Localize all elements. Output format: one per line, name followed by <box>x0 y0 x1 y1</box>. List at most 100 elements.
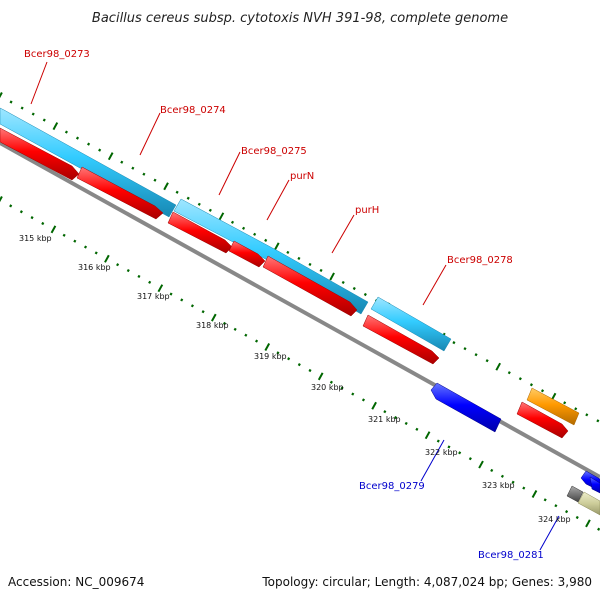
kbp-tick-3 <box>30 216 34 220</box>
kbp-tick-33 <box>351 392 355 396</box>
map-title: Bacillus cereus subsp. cytotoxis NVH 391… <box>92 11 508 26</box>
outer-tick-47 <box>518 377 522 381</box>
kbp-tick-54 <box>575 515 579 520</box>
outer-tick-18 <box>197 202 201 206</box>
kbp-tick-2 <box>19 210 23 214</box>
kbp-tick-25 <box>264 342 271 351</box>
outer-tick-8 <box>87 142 91 146</box>
kbp-tick-39 <box>415 427 419 431</box>
kbp-tick-13 <box>137 274 141 279</box>
kbp-label-318: 318 kbp <box>196 321 229 330</box>
cds-block-3[interactable] <box>370 296 452 352</box>
gene-label-purn[interactable]: purN <box>290 171 314 182</box>
cds-block-1[interactable] <box>0 107 177 218</box>
kbp-tick-32 <box>340 386 344 390</box>
gene-label-bcer98-0273[interactable]: Bcer98_0273 <box>24 49 90 60</box>
kbp-tick-44 <box>468 457 472 461</box>
kbp-tick-28 <box>297 363 301 367</box>
kbp-tick-0 <box>0 196 3 203</box>
outer-tick-43 <box>474 353 478 357</box>
outer-tick-45 <box>495 362 501 371</box>
kbp-tick-42 <box>447 445 451 449</box>
gene-label-purh[interactable]: purH <box>355 205 379 216</box>
outer-tick-30 <box>329 272 335 281</box>
label-leaders <box>30 61 560 551</box>
kbp-tick-26 <box>276 351 280 355</box>
kbp-label-322: 322 kbp <box>425 448 458 457</box>
gene-label-bcer98-0275[interactable]: Bcer98_0275 <box>241 146 307 157</box>
outer-tick-26 <box>286 250 290 254</box>
kbp-tick-22 <box>233 327 237 331</box>
kbp-tick-16 <box>169 292 173 296</box>
gene-label-bcer98-0281[interactable]: Bcer98_0281 <box>478 550 544 561</box>
leader-bcer98-0279 <box>420 439 445 482</box>
outer-tick-21 <box>230 220 235 224</box>
outer-tick-42 <box>463 347 467 351</box>
outer-tick-15 <box>163 182 169 191</box>
gene-arrow-purn[interactable] <box>228 240 266 268</box>
gene-arrow-bcer98-0278[interactable] <box>362 314 440 365</box>
kbp-tick-45 <box>478 460 484 469</box>
outer-tick-25 <box>273 242 280 251</box>
leader-purh <box>331 214 355 254</box>
kbp-tick-8 <box>83 245 88 249</box>
outer-tick-3 <box>31 112 35 116</box>
outer-tick-12 <box>131 166 135 170</box>
kbp-tick-48 <box>511 480 515 484</box>
gene-block-orange[interactable] <box>526 387 580 426</box>
kbp-label-315: 315 kbp <box>19 234 52 243</box>
kbp-tick-53 <box>565 510 569 514</box>
kbp-tick-row <box>0 196 600 531</box>
kbp-tick-1 <box>9 204 13 208</box>
gene-arrow-bcer98-0274[interactable] <box>76 166 164 220</box>
outer-tick-33 <box>363 292 367 297</box>
outer-tick-44 <box>485 359 489 363</box>
gene-arrow-blue-edge-2[interactable] <box>589 476 600 494</box>
outer-tick-14 <box>153 178 157 182</box>
outer-tick-29 <box>319 268 323 273</box>
outer-tick-16 <box>175 190 179 194</box>
gene-arrow-bcer98-0273[interactable] <box>0 127 80 181</box>
kbp-tick-38 <box>404 421 408 425</box>
gene-label-bcer98-0274[interactable]: Bcer98_0274 <box>160 105 226 116</box>
outer-tick-11 <box>120 160 124 164</box>
outer-tick-46 <box>507 371 511 375</box>
gene-label-bcer98-0278[interactable]: Bcer98_0278 <box>447 255 513 266</box>
kbp-tick-5 <box>50 225 57 234</box>
outer-tick-22 <box>242 226 246 230</box>
gene-block-gray[interactable] <box>566 485 584 503</box>
kbp-tick-9 <box>94 251 98 255</box>
kbp-tick-10 <box>104 254 110 263</box>
outer-tick-2 <box>20 106 24 110</box>
leader-bcer98-0281 <box>539 515 560 551</box>
kbp-tick-49 <box>522 486 526 490</box>
gene-block-olive[interactable] <box>577 491 600 516</box>
kbp-label-320: 320 kbp <box>311 383 344 392</box>
gene-label-bcer98-0279[interactable]: Bcer98_0279 <box>359 481 425 492</box>
outer-tick-6 <box>64 130 68 134</box>
leader-purn <box>266 179 290 221</box>
gene-arrow-purh[interactable] <box>262 255 358 317</box>
gene-arrow-bcer98-0275[interactable] <box>167 211 233 254</box>
kbp-tick-14 <box>148 280 152 284</box>
leader-bcer98-0278 <box>422 264 447 306</box>
outer-tick-48 <box>529 383 533 387</box>
accession-text: Accession: NC_009674 <box>8 575 144 589</box>
kbp-tick-37 <box>393 415 398 420</box>
kbp-tick-12 <box>126 268 130 273</box>
cds-track <box>0 107 452 352</box>
outer-tick-1 <box>9 100 13 104</box>
gene-arrow-red-right[interactable] <box>516 401 569 439</box>
reverse-gene-track <box>430 382 600 516</box>
kbp-tick-52 <box>554 504 558 508</box>
kbp-tick-23 <box>244 333 248 337</box>
gene-arrow-bcer98-0279[interactable] <box>430 382 502 433</box>
kbp-tick-41 <box>436 439 440 443</box>
kbp-tick-6 <box>62 233 66 237</box>
outer-tick-4 <box>42 118 46 122</box>
kbp-label-323: 323 kbp <box>482 481 515 490</box>
kbp-label-316: 316 kbp <box>78 263 111 272</box>
kbp-tick-35 <box>371 401 377 410</box>
leader-bcer98-0275 <box>218 151 241 196</box>
